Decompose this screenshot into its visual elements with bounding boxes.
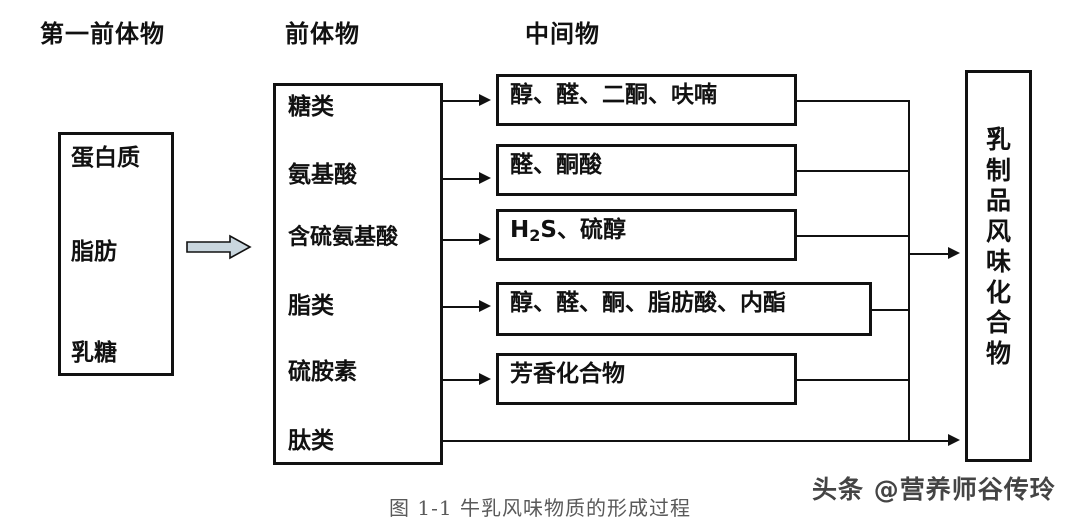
precursor-box[interactable]: 糖类 氨基酸 含硫氨基酸 脂类 硫胺素 肽类 <box>273 83 443 465</box>
intermediate-label-3-suffix: S、硫醇 <box>540 217 626 243</box>
precursor-item-sulfur-amino-acids: 含硫氨基酸 <box>288 225 399 250</box>
first-precursor-item-protein: 蛋白质 <box>71 145 140 171</box>
intermediate-label-4: 醇、醛、酮、脂肪酸、内酯 <box>510 290 786 316</box>
first-precursor-item-fat: 脂肪 <box>71 239 117 265</box>
arrow-head-icon-4 <box>479 300 491 312</box>
intermediate-label-5: 芳香化合物 <box>510 361 625 387</box>
connector-intermediate-2 <box>797 170 908 172</box>
intermediate-box-3[interactable]: H2S、硫醇 <box>496 209 797 261</box>
arrow-head-icon-1 <box>479 94 491 106</box>
arrow-head-icon-peptides <box>948 434 960 446</box>
connector-intermediate-3 <box>797 235 908 237</box>
arrow-sugars-to-intermediate-1 <box>443 100 481 102</box>
arrow-head-icon-3 <box>479 233 491 245</box>
precursor-item-thiamine: 硫胺素 <box>288 359 357 385</box>
watermark-text: 头条 @营养师谷传玲 <box>812 475 1056 504</box>
intermediate-box-1[interactable]: 醇、醛、二酮、呋喃 <box>496 74 797 126</box>
precursor-item-peptides: 肽类 <box>288 428 334 454</box>
precursor-item-sugars: 糖类 <box>288 94 334 120</box>
column-header-intermediate: 中间物 <box>525 20 600 48</box>
arrow-head-icon-5 <box>479 373 491 385</box>
intermediate-box-2[interactable]: 醛、酮酸 <box>496 144 797 196</box>
precursor-item-amino-acids: 氨基酸 <box>288 162 357 188</box>
first-precursor-box[interactable]: 蛋白质 脂肪 乳糖 <box>58 132 174 376</box>
intermediate-label-3-prefix: H <box>510 217 530 243</box>
arrow-sulfur-amino-acids-to-intermediate-3 <box>443 239 481 241</box>
merge-bus-vertical-line <box>908 100 910 441</box>
block-arrow-icon <box>186 234 252 260</box>
arrow-merge-to-final <box>908 253 950 255</box>
precursor-item-lipids: 脂类 <box>288 293 334 319</box>
connector-intermediate-1 <box>797 100 908 102</box>
arrow-head-icon-merge <box>948 247 960 259</box>
intermediate-box-5[interactable]: 芳香化合物 <box>496 353 797 405</box>
column-header-first-precursor: 第一前体物 <box>40 20 165 48</box>
arrow-peptides-to-final <box>443 440 950 442</box>
intermediate-label-3: H2S、硫醇 <box>510 217 626 245</box>
intermediate-label-3-subscript: 2 <box>529 226 541 245</box>
arrow-head-icon-2 <box>479 172 491 184</box>
final-product-label: 乳制品风味化合物 <box>985 125 1011 368</box>
intermediate-box-4[interactable]: 醇、醛、酮、脂肪酸、内酯 <box>496 282 872 336</box>
arrow-lipids-to-intermediate-4 <box>443 306 481 308</box>
column-header-precursor: 前体物 <box>285 20 360 48</box>
intermediate-label-2: 醛、酮酸 <box>510 152 602 178</box>
figure-caption: 图 1-1 牛乳风味物质的形成过程 <box>389 496 691 520</box>
final-product-box[interactable]: 乳制品风味化合物 <box>965 70 1032 462</box>
arrow-thiamine-to-intermediate-5 <box>443 379 481 381</box>
intermediate-label-1: 醇、醛、二酮、呋喃 <box>510 82 717 108</box>
connector-intermediate-4 <box>872 309 908 311</box>
connector-intermediate-5 <box>797 379 908 381</box>
arrow-amino-acids-to-intermediate-2 <box>443 178 481 180</box>
first-precursor-item-lactose: 乳糖 <box>71 340 117 366</box>
